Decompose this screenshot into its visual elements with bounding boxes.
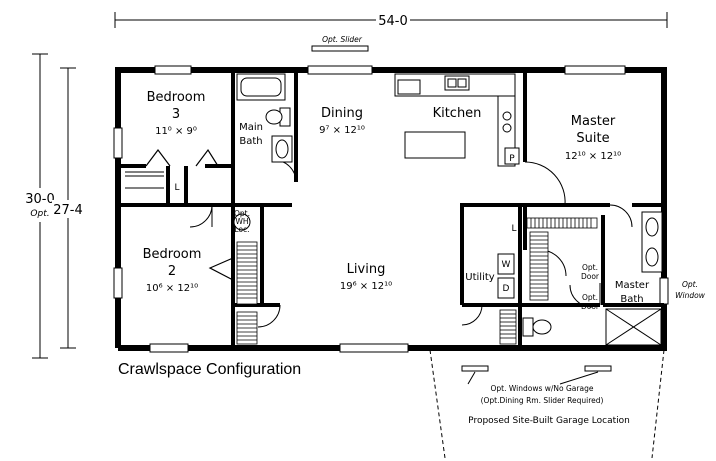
main-bath-label: Main: [239, 122, 263, 133]
dining-dims: 9⁷ × 12¹⁰: [319, 125, 365, 136]
overall-width-label: 54-0: [378, 14, 408, 29]
dining-label: Dining: [321, 106, 363, 121]
utility-label: Utility: [465, 272, 494, 283]
master-suite-label: Master: [571, 114, 616, 129]
main-bath-sink: [271, 135, 293, 163]
exterior-windows: [113, 65, 669, 353]
bedroom3-closet-rods: [125, 171, 164, 189]
kitchen-label: Kitchen: [433, 106, 482, 121]
living-label: Living: [347, 262, 386, 277]
main-bath-toilet: [265, 107, 291, 127]
master-bath-shower: [605, 308, 662, 346]
opt-window-line1: Opt.: [682, 280, 698, 289]
pantry-mark: P: [509, 154, 515, 164]
overall-depth-label: 27-4: [53, 203, 83, 218]
opt-door-2-line1: Opt.: [582, 293, 598, 302]
bedroom2-number: 2: [168, 264, 176, 279]
bedroom3-label: Bedroom: [147, 90, 206, 105]
kitchen-range: [502, 111, 512, 133]
bedroom3-number: 3: [172, 107, 180, 122]
utility-linen-mark: L: [511, 224, 516, 234]
interior-walls: [118, 70, 664, 348]
bedroom2-closet-door: [208, 257, 234, 281]
garage-window-markers: [461, 365, 612, 385]
garage-location-note: Proposed Site-Built Garage Location: [468, 416, 630, 426]
linen-mark: L: [174, 183, 179, 193]
master-bath-label-2: Bath: [620, 294, 643, 305]
utility-washer-dryer: [497, 253, 515, 299]
opt-slider-label: Opt. Slider: [322, 35, 363, 44]
main-bath-label-2: Bath: [239, 136, 262, 147]
living-dims: 19⁶ × 12¹⁰: [340, 281, 392, 292]
bedroom3-dims: 11⁰ × 9⁰: [155, 126, 197, 137]
bedroom3-closet-doors: [145, 148, 219, 167]
master-bath-label: Master: [615, 280, 650, 291]
wh-mark-1: Opt.: [234, 209, 250, 218]
wh-mark-2: WH: [235, 217, 248, 226]
opt-door-2-line2: Door: [581, 302, 600, 311]
washer-mark: W: [502, 260, 511, 270]
master-suite-label-2: Suite: [576, 131, 609, 146]
plan-caption: Crawlspace Configuration: [118, 361, 301, 378]
opt-slider-marker: [311, 45, 369, 52]
garage-windows-note-2: (Opt.Dining Rm. Slider Required): [481, 396, 604, 405]
overall-depth-optional-note: Opt.: [30, 209, 49, 219]
closet-shelving: [236, 217, 598, 345]
dryer-mark: D: [503, 284, 510, 294]
garage-windows-note-1: Opt. Windows w/No Garage: [491, 384, 594, 393]
opt-window-line2: Window: [675, 291, 706, 300]
main-bath-tub: [236, 73, 286, 101]
wh-mark-3: Loc.: [234, 225, 249, 234]
bedroom2-dims: 10⁶ × 12¹⁰: [146, 283, 198, 294]
exterior-walls: [115, 67, 667, 351]
bedroom2-label: Bedroom: [143, 247, 202, 262]
kitchen-island: [404, 131, 466, 159]
master-suite-dims: 12¹⁰ × 12¹⁰: [565, 151, 621, 162]
master-bath-toilet: [522, 317, 552, 337]
water-heater: [233, 213, 251, 231]
opt-door-1-line1: Opt.: [582, 263, 598, 272]
opt-door-1-line2: Door: [581, 272, 600, 281]
master-bath-sinks: [641, 211, 663, 273]
door-swings: [189, 159, 633, 328]
overall-depth-optional-label: 30-0: [25, 192, 55, 207]
